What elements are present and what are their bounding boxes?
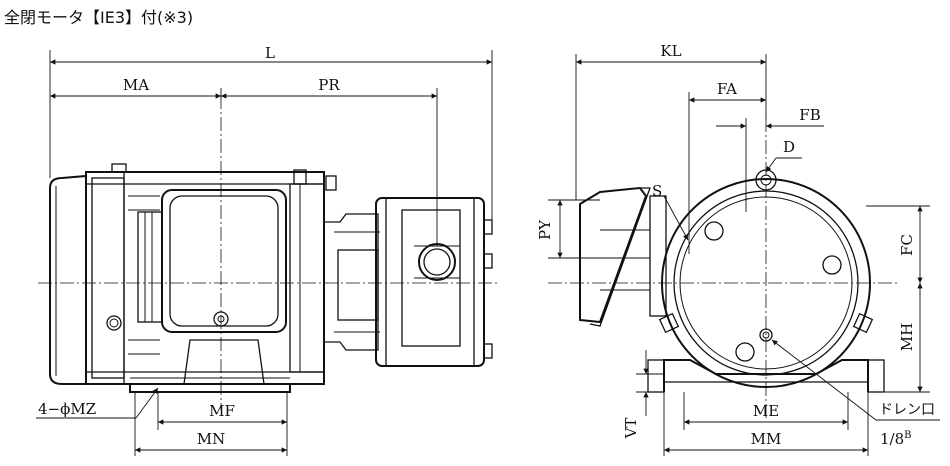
dim-MZ: 4−ϕMZ <box>36 387 159 419</box>
dim-MA-PR: MA PR <box>50 76 438 246</box>
dim-ME-label: ME <box>753 402 779 420</box>
dim-VT-label: VT <box>622 418 640 440</box>
dim-KL-label: KL <box>660 42 681 60</box>
dim-FB-label: FB <box>799 106 820 124</box>
dim-FA-label: FA <box>717 80 737 98</box>
dim-FC-label: FC <box>898 234 916 256</box>
dim-MF-label: MF <box>209 402 235 420</box>
dim-L: L <box>49 44 493 220</box>
dim-MN-label: MN <box>197 430 225 448</box>
end-terminal-box <box>579 186 667 327</box>
dim-FA: FA <box>688 80 766 254</box>
dim-D: D <box>765 138 802 173</box>
dim-MN: MN <box>134 392 287 456</box>
dim-MM-label: MM <box>751 430 782 448</box>
dim-MH-label: MH <box>898 323 916 351</box>
dim-MH: MH <box>870 283 930 393</box>
motor-frame <box>85 171 325 385</box>
dim-PY: PY <box>536 199 650 259</box>
ground-terminal-icon <box>106 315 122 331</box>
terminal-box <box>137 189 287 333</box>
dim-VT: VT <box>622 350 664 439</box>
drain-callout: ドレン口 1/8B <box>771 339 940 448</box>
dim-FC: FC <box>866 205 930 283</box>
dim-D-label: D <box>783 138 795 156</box>
fan-cover <box>49 174 87 385</box>
dim-KL: KL <box>575 42 767 200</box>
end-view: KL FA FB D S <box>536 42 940 456</box>
drawing-title: 全閉モータ【IE3】付(※3) <box>4 8 193 27</box>
dim-PY-label: PY <box>536 219 554 240</box>
dim-S-label: S <box>652 182 662 200</box>
dim-S: S <box>652 182 689 241</box>
dim-ME: ME <box>683 392 849 430</box>
dim-FB: FB <box>716 106 824 212</box>
dim-MF: MF <box>157 392 288 456</box>
pump-head <box>375 197 493 367</box>
dim-MZ-label: 4−ϕMZ <box>38 400 96 418</box>
motor-foot <box>129 339 291 393</box>
side-view: L MA PR MF MN 4−ϕMZ <box>36 44 498 456</box>
dim-MA-label: MA <box>123 76 149 94</box>
drain-label: ドレン口 <box>879 402 935 418</box>
coupling <box>323 213 380 351</box>
dim-MM: MM <box>663 392 869 456</box>
dim-L-label: L <box>265 44 275 62</box>
drain-size: 1/8B <box>880 430 912 448</box>
dim-PR-label: PR <box>318 76 340 94</box>
top-lugs <box>111 163 337 191</box>
